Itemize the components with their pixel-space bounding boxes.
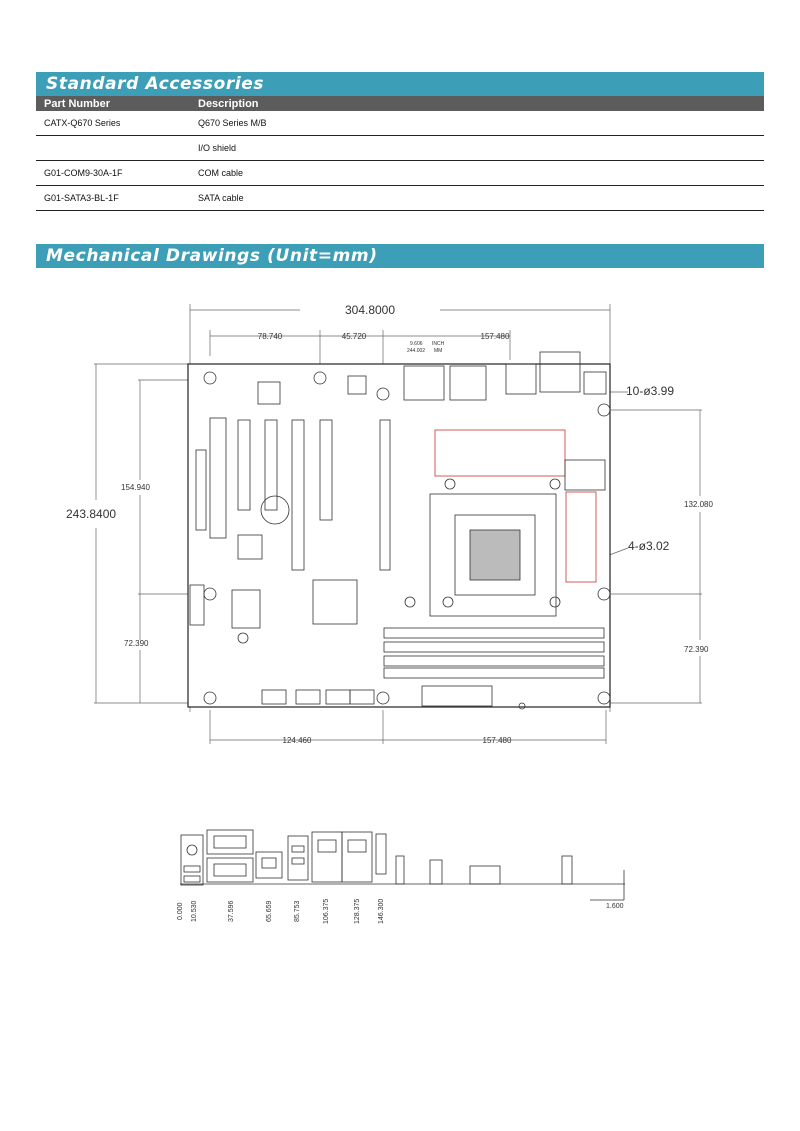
- header-description: Description: [190, 96, 764, 111]
- accessories-table: Part Number Description CATX-Q670 Series…: [36, 96, 764, 211]
- description-cell: I/O shield: [190, 135, 764, 161]
- mechanical-title: Mechanical Drawings (Unit=mm): [46, 246, 378, 266]
- dim-inch-value: 9.606: [410, 341, 423, 347]
- part-number-cell: G01-COM9-30A-1F: [36, 160, 190, 186]
- side-dim-6: 128.375: [354, 899, 361, 924]
- accessories-title: Standard Accessories: [46, 74, 265, 94]
- io-side-drawing: 0.000 10.530 37.596 65.659 85.753 106.37…: [177, 829, 625, 924]
- table-row: G01-SATA3-BL-1F SATA cable: [36, 185, 764, 211]
- dim-right-lower: 72.390: [684, 645, 709, 654]
- dim-top-3: 157.480: [481, 332, 510, 341]
- side-dim-0: 0.000: [177, 902, 184, 920]
- part-number-cell: [36, 135, 190, 161]
- dim-holes-large: 10-ø3.99: [626, 384, 674, 398]
- side-dim-5: 106.375: [323, 899, 330, 924]
- dim-mm-unit: MM: [434, 348, 442, 354]
- dim-top-1: 78.740: [258, 332, 283, 341]
- side-dim-1: 10.530: [191, 900, 198, 922]
- side-dim-3: 65.659: [266, 900, 273, 922]
- board-drawing: 304.8000 243.8400 78.740 45.720 157.480 …: [66, 303, 713, 745]
- dim-width-total: 304.8000: [345, 303, 395, 317]
- mechanical-banner: Mechanical Drawings (Unit=mm): [36, 244, 764, 268]
- dim-left-upper: 154.940: [121, 483, 150, 492]
- side-dim-2: 37.596: [228, 900, 235, 922]
- dim-top-2: 45.720: [342, 332, 367, 341]
- description-cell: SATA cable: [190, 185, 764, 211]
- header-part-number: Part Number: [36, 96, 190, 111]
- part-number-cell: G01-SATA3-BL-1F: [36, 185, 190, 211]
- dim-bottom-2: 157.480: [483, 736, 512, 745]
- description-cell: COM cable: [190, 160, 764, 186]
- side-dim-7: 146.300: [378, 899, 385, 924]
- accessories-banner: Standard Accessories: [36, 72, 764, 96]
- part-number-cell: CATX-Q670 Series: [36, 111, 190, 136]
- dim-mm-value: 244.002: [407, 348, 425, 354]
- side-dim-4: 85.753: [294, 900, 301, 922]
- table-row: CATX-Q670 Series Q670 Series M/B: [36, 111, 764, 136]
- table-row: I/O shield: [36, 135, 764, 161]
- dim-holes-small: 4-ø3.02: [628, 539, 670, 553]
- dim-bottom-1: 124.460: [283, 736, 312, 745]
- table-row: G01-COM9-30A-1F COM cable: [36, 160, 764, 186]
- dim-right-upper: 132.080: [684, 500, 713, 509]
- table-header-row: Part Number Description: [36, 96, 764, 111]
- description-cell: Q670 Series M/B: [190, 111, 764, 136]
- dim-height-total: 243.8400: [66, 507, 116, 521]
- dim-left-lower: 72.390: [124, 639, 149, 648]
- dim-inch-unit: INCH: [432, 341, 445, 347]
- side-dim-right: 1.600: [606, 903, 624, 910]
